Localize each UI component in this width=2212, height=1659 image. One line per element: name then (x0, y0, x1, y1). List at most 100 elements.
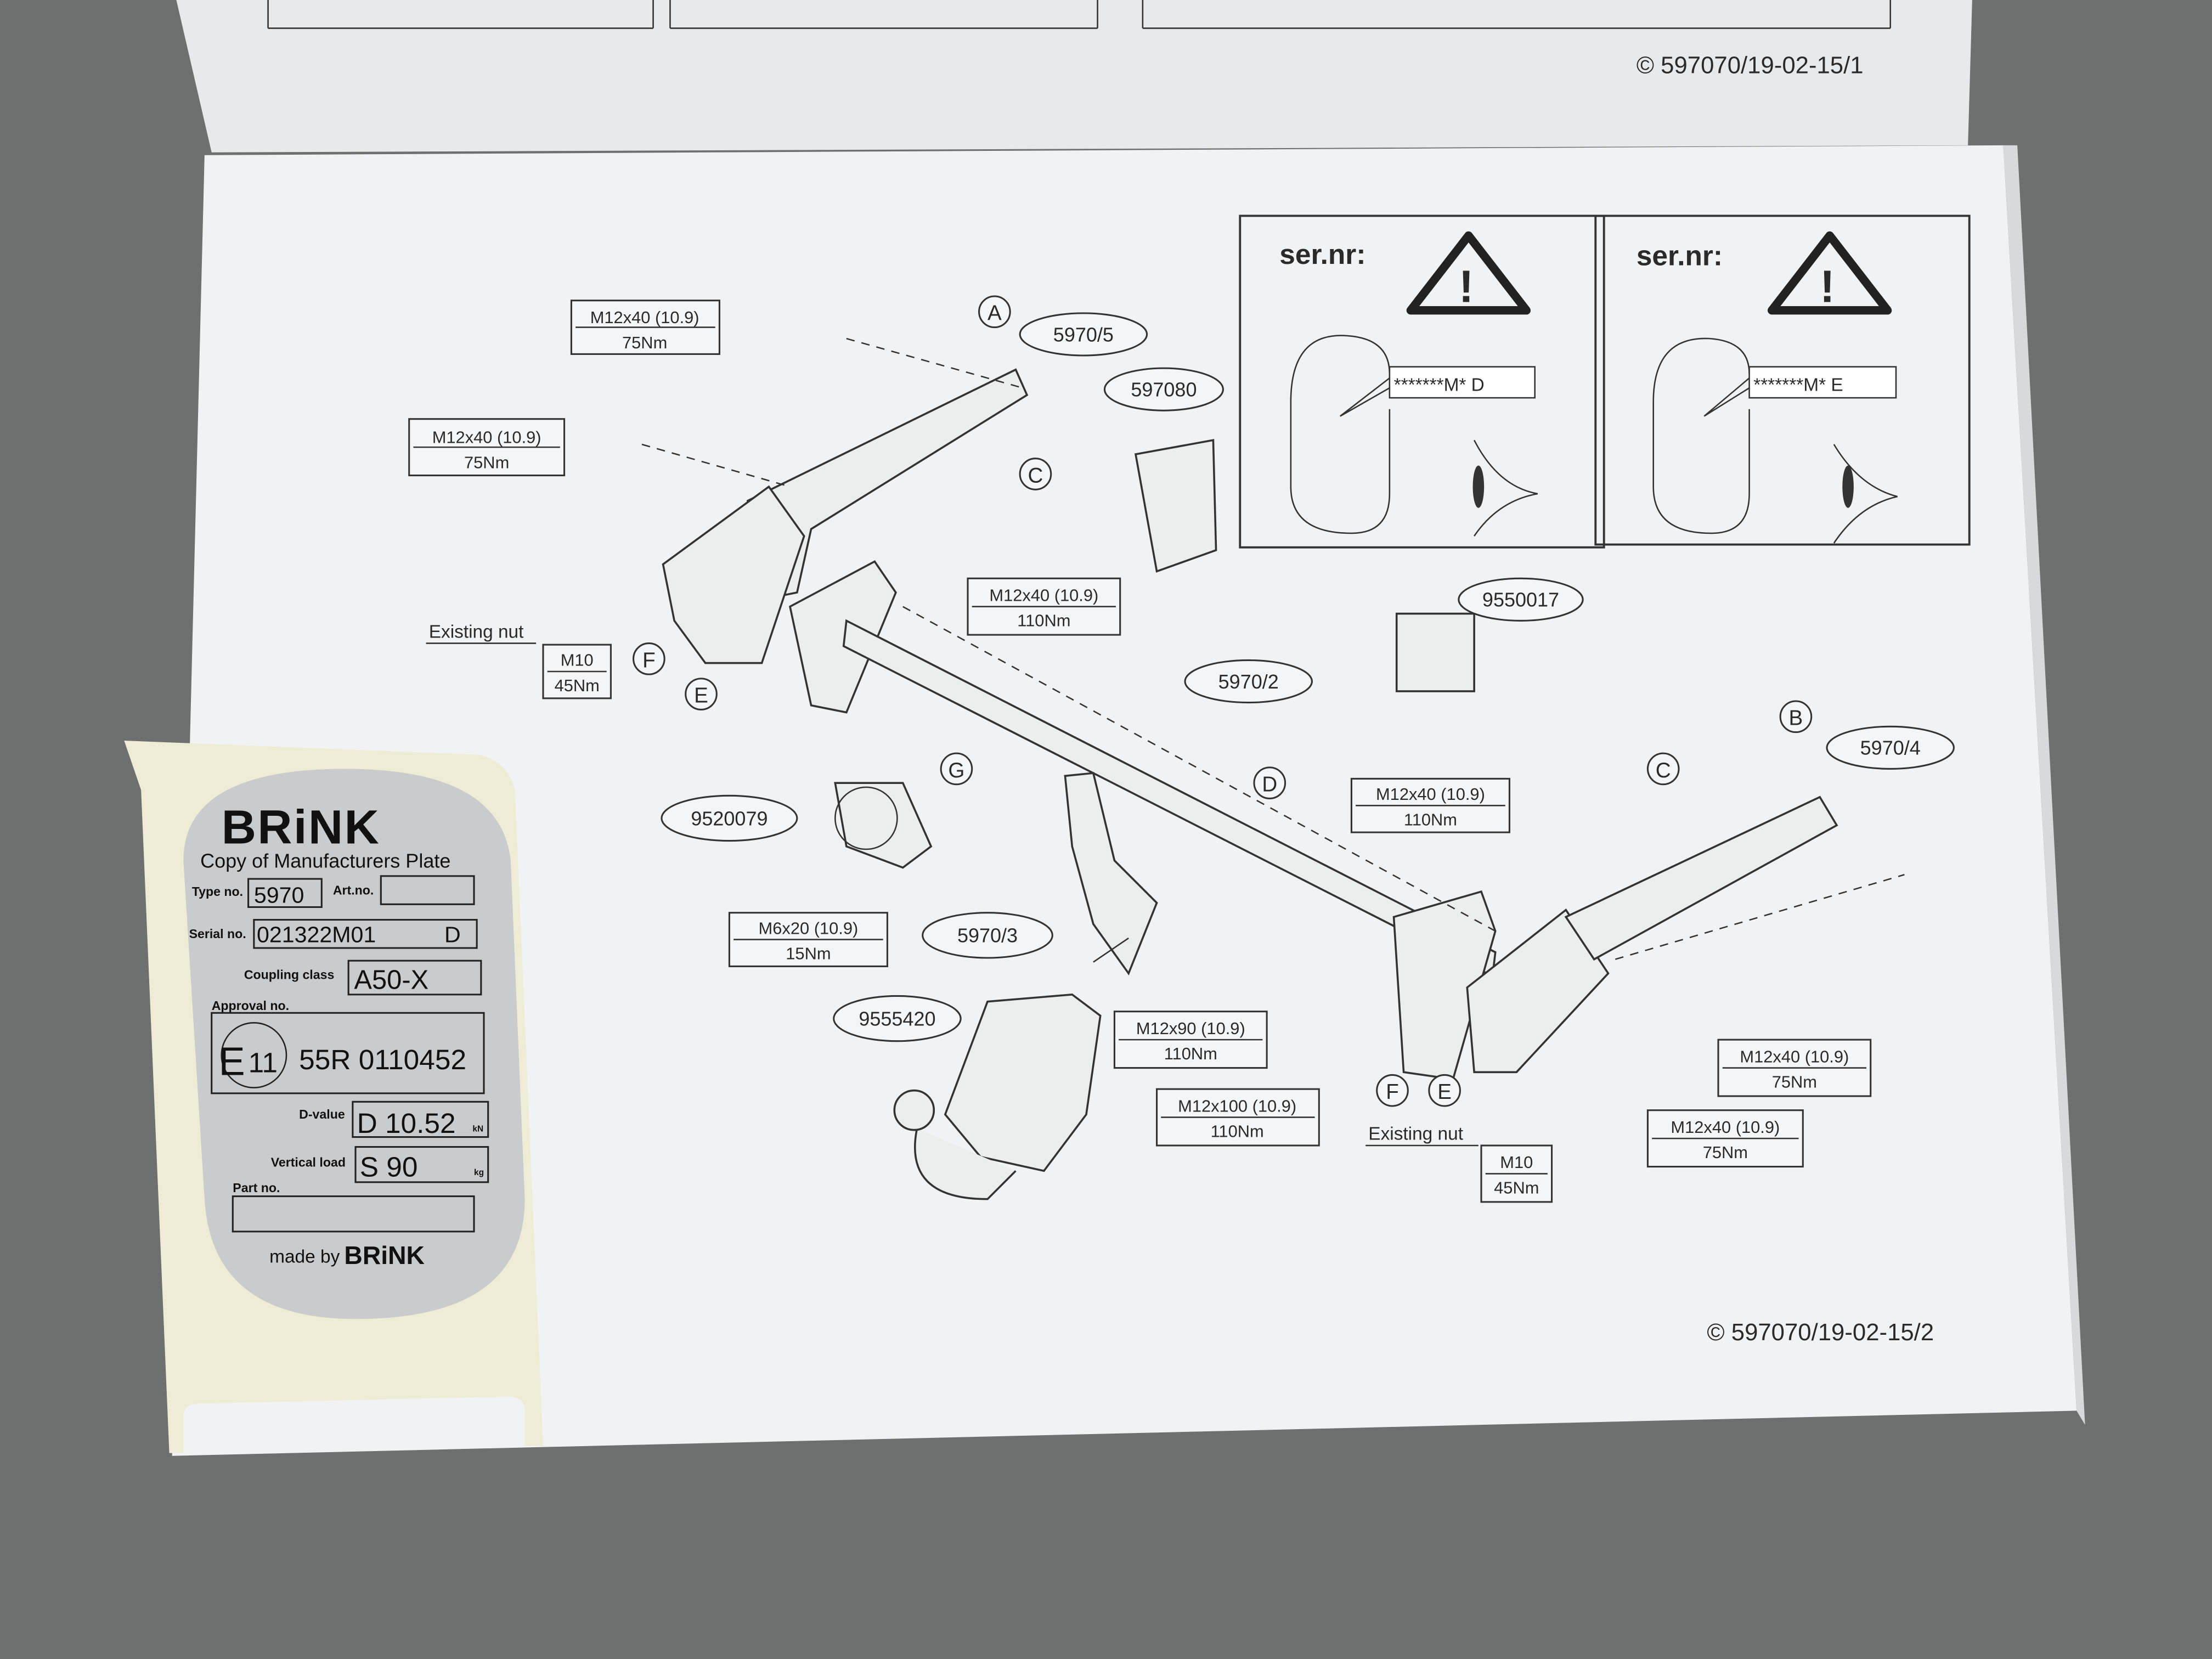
letter-marker: E (685, 678, 718, 710)
part-number-oval: 9550017 (1458, 577, 1584, 622)
svg-text:M12x100 (10.9): M12x100 (10.9) (1178, 1096, 1296, 1115)
svg-text:B: B (1789, 707, 1803, 730)
socket-bracket-9520079 (834, 782, 933, 869)
serial-code-tag: *******M* E (1703, 366, 1897, 417)
letter-marker: F (633, 642, 665, 675)
svg-text:5970/5: 5970/5 (1053, 323, 1114, 346)
callout: M12x100 (10.9) 110Nm (1156, 1088, 1320, 1147)
brink-logo: BRiNK (222, 800, 381, 854)
letter-marker: A (978, 295, 1011, 329)
coupling-class-label: Coupling class (244, 968, 334, 982)
part-number-oval: 5970/4 (1826, 725, 1955, 770)
coupling-class-value: A50-X (354, 966, 428, 995)
serial-no-value: 021322M01 (257, 922, 376, 947)
svg-text:110Nm: 110Nm (1211, 1122, 1264, 1141)
callout: M12x40 (10.9) 75Nm (570, 300, 720, 355)
art-no-label: Art.no. (333, 883, 374, 897)
svg-text:!: ! (1820, 262, 1835, 312)
svg-text:C: C (1656, 759, 1671, 782)
svg-text:110Nm: 110Nm (1164, 1044, 1217, 1063)
serial-label: ser.nr: (1279, 238, 1365, 270)
right-side-arm (1564, 795, 1838, 961)
svg-text:D: D (1262, 773, 1277, 797)
serial-label: ser.nr: (1637, 239, 1723, 271)
svg-text:A: A (988, 302, 1002, 325)
tow-ball (893, 1089, 935, 1131)
warning-icon: ! (1768, 231, 1892, 315)
eye-icon (1833, 444, 1898, 544)
svg-text:5970/3: 5970/3 (957, 924, 1018, 947)
ball-neck (944, 994, 1102, 1172)
svg-text:75Nm: 75Nm (464, 453, 509, 472)
svg-text:M12x40 (10.9): M12x40 (10.9) (590, 308, 699, 327)
svg-text:45Nm: 45Nm (1494, 1178, 1539, 1197)
svg-text:E: E (694, 684, 708, 708)
svg-text:9555420: 9555420 (859, 1007, 935, 1030)
svg-text:45Nm: 45Nm (555, 676, 600, 695)
letter-marker: C (1646, 752, 1680, 786)
vertical-load-unit: kg (474, 1168, 484, 1177)
callout: M10 45Nm (1480, 1144, 1553, 1203)
callout: M12x40 (10.9) 75Nm (408, 418, 566, 477)
d-value-value: D 10.52 (357, 1107, 456, 1139)
approval-no-value: 55R 0110452 (299, 1043, 466, 1075)
letter-marker: E (1428, 1074, 1461, 1107)
left-bracket (662, 485, 805, 664)
callout: M12x40 (10.9) 75Nm (1646, 1109, 1804, 1168)
warning-icon: ! (1406, 231, 1531, 315)
svg-text:M6x20 (10.9): M6x20 (10.9) (759, 918, 859, 938)
svg-text:597080: 597080 (1131, 379, 1197, 401)
towbar-parts-drawing (641, 337, 1905, 1200)
callout: M12x90 (10.9)110Nm (1113, 1011, 1268, 1069)
svg-text:5970/2: 5970/2 (1218, 670, 1279, 693)
svg-text:M12x40 (10.9): M12x40 (10.9) (432, 427, 541, 447)
svg-text:9550017: 9550017 (1482, 589, 1559, 611)
plate-title: Copy of Manufacturers Plate (200, 849, 450, 872)
existing-nut-label: Existing nut (429, 622, 524, 642)
socket-plate (1064, 772, 1158, 976)
svg-text:75Nm: 75Nm (1772, 1073, 1817, 1092)
letter-marker: B (1779, 700, 1813, 733)
svg-text:G: G (948, 759, 964, 782)
serial-panel-d: ser.nr: ! *******M* D (1239, 215, 1605, 549)
svg-text:75Nm: 75Nm (622, 333, 667, 352)
svg-text:M12x40 (10.9): M12x40 (10.9) (1671, 1118, 1780, 1137)
svg-text:110Nm: 110Nm (1017, 611, 1070, 630)
callout: M12x40 (10.9)110Nm (967, 577, 1121, 636)
letter-marker: G (940, 752, 973, 786)
manufacturers-plate-sticker: BRiNK Copy of Manufacturers Plate Type n… (124, 741, 544, 1453)
part-number-oval: 9555420 (833, 995, 962, 1042)
part-number-oval: 5970/5 (1019, 312, 1148, 357)
letter-marker: F (1376, 1074, 1409, 1107)
top-sheet: © 597070/19-02-15/1 (176, 0, 1972, 153)
serial-no-label: Serial no. (189, 927, 246, 941)
letter-marker: D (1253, 766, 1286, 799)
svg-text:!: ! (1459, 262, 1474, 312)
svg-text:F: F (642, 648, 656, 672)
svg-text:F: F (1386, 1080, 1399, 1104)
serial-no-suffix: D (444, 922, 461, 947)
e-mark-country: 11 (249, 1046, 278, 1078)
part-number-oval: 9520079 (661, 794, 798, 842)
vertical-load-value: S 90 (360, 1151, 418, 1183)
svg-text:E: E (1437, 1080, 1452, 1104)
part-597080 (1134, 439, 1217, 573)
main-sheet: © 597070/19-02-15/2 ser.nr: ! *******M* … (172, 145, 2085, 1456)
svg-text:M10: M10 (1500, 1153, 1533, 1172)
callout: M6x20 (10.9) 15Nm (728, 912, 888, 967)
svg-text:75Nm: 75Nm (1703, 1143, 1748, 1162)
made-by-label: made by (269, 1246, 340, 1267)
svg-text:*******M* D: *******M* D (1394, 375, 1485, 395)
type-no-value: 5970 (254, 883, 304, 908)
callout: M12x40 (10.9)75Nm (1717, 1039, 1872, 1097)
svg-text:5970/4: 5970/4 (1860, 737, 1921, 759)
part-number-oval: 5970/3 (922, 912, 1053, 959)
svg-text:9520079: 9520079 (691, 807, 768, 830)
vertical-load-label: Vertical load (271, 1155, 346, 1170)
right-bracket (1466, 908, 1610, 1074)
d-value-label: D-value (299, 1107, 345, 1121)
svg-text:15Nm: 15Nm (786, 944, 831, 963)
part-9550017-box (1395, 612, 1475, 692)
